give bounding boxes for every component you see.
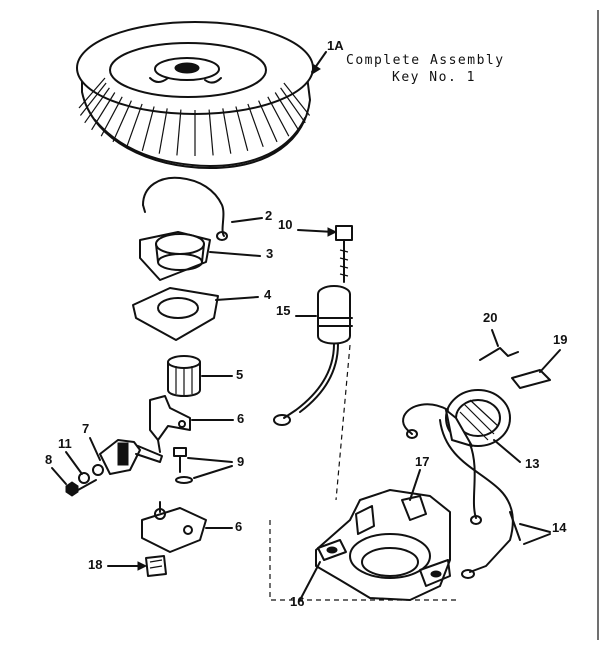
leader-4 [215, 296, 259, 301]
arrow-1a [311, 64, 321, 76]
leader-7 [89, 437, 101, 461]
leader-16 [299, 561, 321, 601]
assembly-caption-line-2: Key No. 1 [392, 70, 476, 85]
part-6-plate-lower [141, 501, 207, 553]
callout-11: 11 [58, 436, 72, 451]
leader-14 [519, 523, 551, 545]
flywheel-fin [274, 92, 299, 131]
part-10-screw [335, 225, 353, 283]
flywheel-fin [247, 103, 264, 148]
part-2-spring-clip [142, 176, 228, 241]
leader-20 [491, 329, 499, 347]
flywheel-fin [280, 87, 306, 124]
callout-10: 10 [278, 217, 292, 232]
callout-7: 7 [82, 421, 89, 436]
flywheel-fin [258, 100, 278, 143]
flywheel [76, 21, 314, 169]
leader-11 [65, 451, 83, 475]
callout-3: 3 [266, 246, 273, 261]
part-13-coil [402, 389, 511, 525]
callout-4: 4 [264, 287, 272, 302]
flywheel-fin [112, 100, 132, 143]
assembly-caption-line-1: Complete Assembly [346, 53, 505, 68]
callout-14: 14 [552, 520, 567, 535]
part-6-bracket-upper [149, 395, 191, 453]
part-9-screw-washer [173, 447, 193, 484]
callout-8: 8 [45, 452, 52, 467]
part-19-clip [511, 369, 551, 389]
callout-20: 20 [483, 310, 497, 325]
callout-6b: 6 [235, 519, 242, 534]
leader-9 [187, 457, 233, 479]
flywheel-fin [91, 92, 116, 131]
leader-17 [409, 469, 421, 501]
callout-1a: 1A [327, 38, 344, 53]
arrow-18 [137, 561, 148, 571]
flywheel-fin [176, 109, 182, 156]
flywheel-fin [79, 82, 107, 116]
flywheel-fin [222, 108, 232, 154]
leader-19 [539, 349, 561, 373]
flywheel-fin [78, 77, 106, 109]
leader-13 [493, 439, 521, 463]
part-14-ground-lead [439, 419, 521, 579]
leader-8 [51, 467, 67, 485]
callout-9: 9 [237, 454, 244, 469]
flywheel-fin [141, 106, 155, 151]
leader-3 [209, 251, 261, 257]
flywheel-fin [283, 82, 311, 116]
callout-18: 18 [88, 557, 102, 572]
part-18-pad [145, 555, 167, 577]
callout-16: 16 [290, 594, 304, 609]
part-15-condenser [273, 285, 353, 426]
arrow-10 [327, 227, 338, 237]
callout-13: 13 [525, 456, 539, 471]
callout-15: 15 [276, 303, 290, 318]
breaker-points [65, 439, 163, 497]
flywheel-fin [208, 109, 214, 156]
callout-17: 17 [415, 454, 429, 469]
flywheel-fin [158, 108, 168, 154]
leader-2 [231, 217, 263, 223]
flywheel-fin [267, 96, 290, 137]
flywheel-fin [126, 103, 143, 148]
flywheel-fin [84, 87, 110, 124]
part-5-bushing [167, 355, 201, 397]
callout-labels: 1A 2 3 4 5 6 6 7 8 9 10 11 13 14 15 16 17 18 19 20 [45, 38, 567, 609]
assembly-line-vertical [335, 344, 351, 501]
callout-6a: 6 [237, 411, 244, 426]
part-4-gasket [132, 287, 219, 341]
callout-5: 5 [236, 367, 243, 382]
callout-2: 2 [265, 208, 272, 223]
part-17-armature-base [315, 489, 451, 601]
flywheel-fin [235, 106, 249, 151]
part-3-plate-collar [139, 231, 211, 281]
part-20-wire-spring [479, 347, 519, 361]
callout-19: 19 [553, 332, 567, 347]
